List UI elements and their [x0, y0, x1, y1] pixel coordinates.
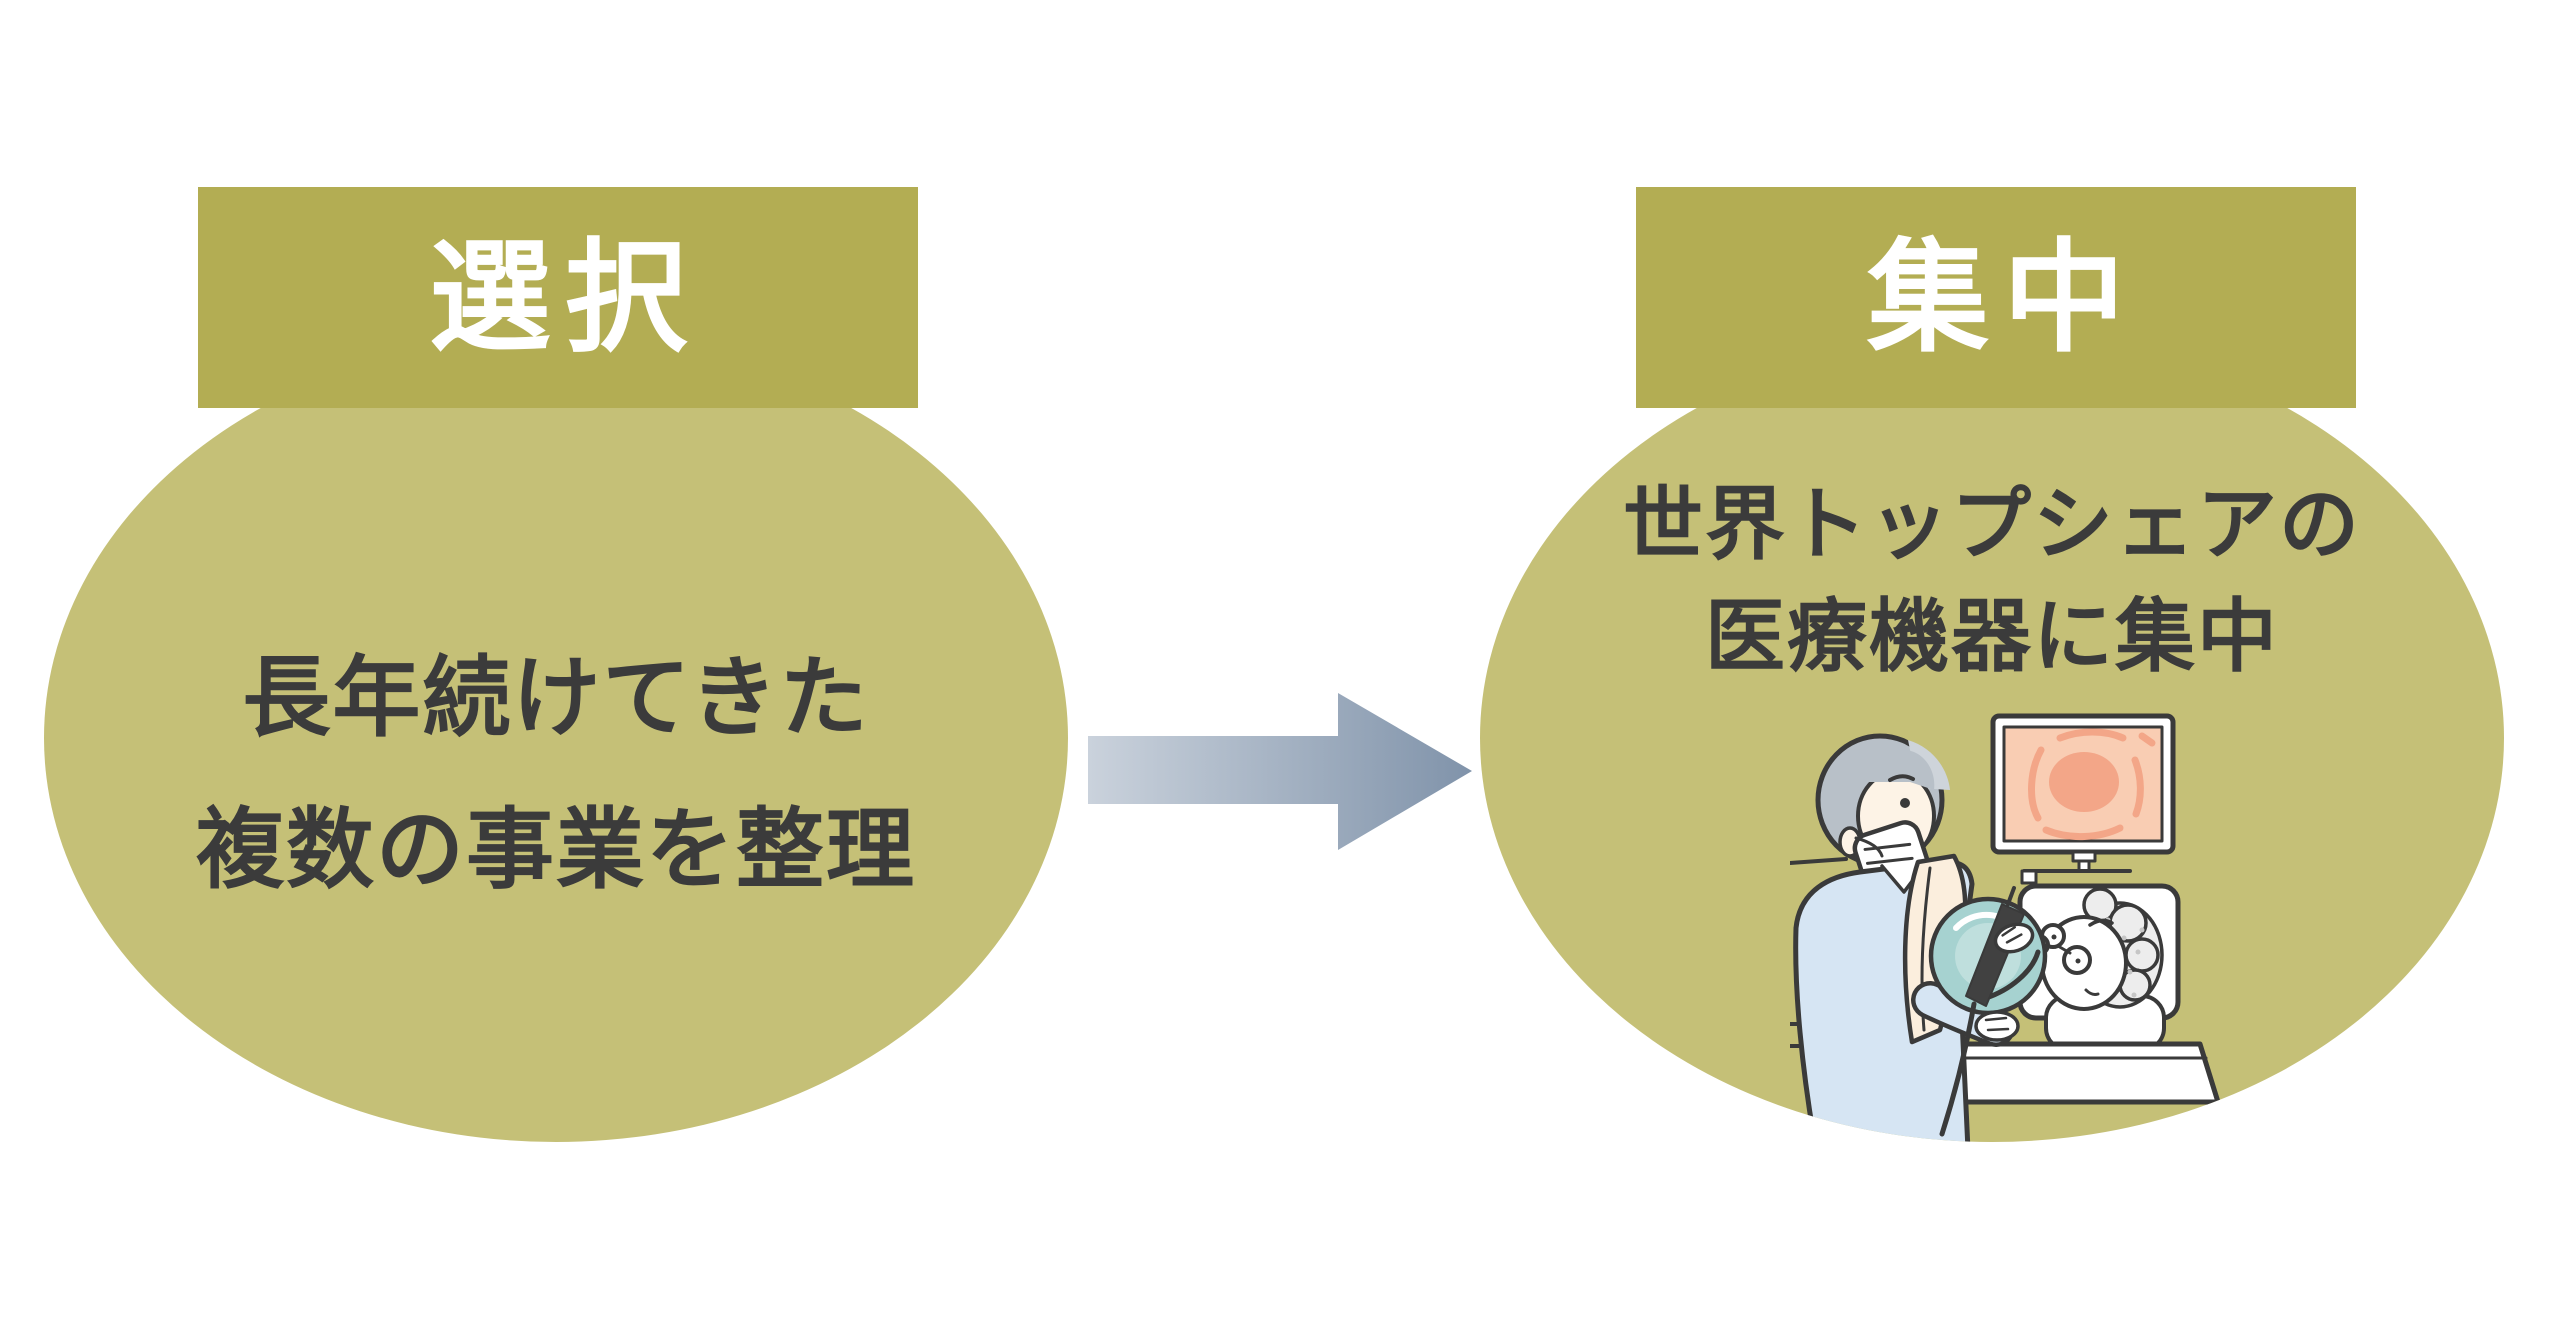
- right-ellipse: [1480, 334, 2504, 1142]
- bed-icon: [1903, 1041, 2221, 1105]
- patient-icon: [2028, 887, 2164, 1011]
- left-ellipse: [44, 334, 1068, 1142]
- right-body-line-2: 医療機器に集中: [1705, 592, 2279, 681]
- left-body-line-2: 複数の事業を整理: [195, 800, 916, 899]
- right-body-text: 世界トップシェアの 医療機器に集中: [1480, 469, 2504, 693]
- endoscopy-illustration: [1790, 713, 2221, 1142]
- left-banner: 選択: [198, 187, 918, 408]
- doctor-icon: [1793, 733, 2015, 1142]
- flow-arrow-icon: [1088, 693, 1472, 850]
- right-body-line-1: 世界トップシェアの: [1623, 480, 2361, 569]
- right-banner: 集中: [1636, 187, 2356, 408]
- left-banner-label: 選択: [429, 229, 701, 366]
- endoscopy-monitor-icon: [1990, 713, 2176, 885]
- endoscope-icon: [1928, 886, 2048, 1137]
- right-banner-label: 集中: [1867, 229, 2139, 366]
- left-body-line-1: 長年続けてきた: [242, 648, 870, 747]
- left-body-text: 長年続けてきた 複数の事業を整理: [44, 622, 1068, 926]
